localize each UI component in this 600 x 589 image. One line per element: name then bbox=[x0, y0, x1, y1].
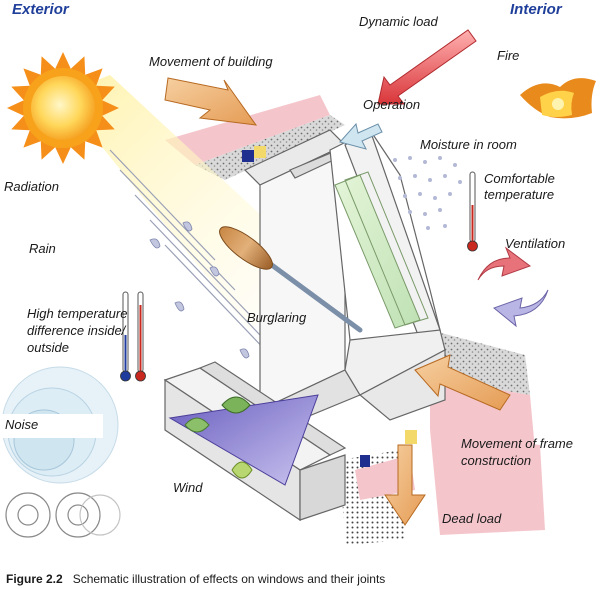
sun-ray bbox=[85, 130, 103, 148]
fire-icon bbox=[520, 78, 596, 119]
seal-blocks bbox=[242, 146, 417, 467]
thermometer-exterior-icon bbox=[120, 291, 146, 382]
high-temp-label-1: High temperature bbox=[27, 306, 128, 321]
movement-of-building-arrow bbox=[164, 77, 258, 126]
thermometer-interior-icon bbox=[467, 171, 478, 252]
movement-of-frame-label-2: construction bbox=[461, 453, 532, 468]
rain-drops bbox=[149, 221, 250, 359]
wall-exterior-top bbox=[165, 95, 345, 180]
sun-ray bbox=[23, 68, 41, 86]
sun-icon bbox=[7, 52, 119, 164]
screwdriver-icon bbox=[219, 226, 363, 333]
operation-label: Operation bbox=[363, 97, 421, 112]
sun-ray bbox=[102, 100, 119, 116]
moisture-in-room-label: Moisture in room bbox=[420, 137, 517, 152]
rain-label: Rain bbox=[29, 241, 56, 256]
leaf-icons bbox=[184, 396, 253, 479]
dynamic-load-label: Dynamic load bbox=[359, 14, 438, 29]
moisture-drops bbox=[393, 156, 462, 230]
sun-ray bbox=[7, 100, 24, 116]
ventilation-label: Ventilation bbox=[505, 236, 566, 251]
comfortable-temperature-label-2: temperature bbox=[484, 187, 555, 202]
window-glass bbox=[334, 171, 429, 329]
sun-ray bbox=[55, 147, 71, 164]
sun-ray bbox=[23, 130, 41, 148]
burglaring-label: Burglaring bbox=[247, 310, 307, 325]
comfortable-temperature-label-1: Comfortable bbox=[484, 171, 555, 186]
dead-load-label: Dead load bbox=[442, 511, 502, 526]
wind-label: Wind bbox=[173, 480, 203, 495]
dead-load-arrow bbox=[384, 444, 426, 526]
high-temp-label-2: difference inside/ bbox=[27, 323, 126, 338]
movement-of-building-label: Movement of building bbox=[149, 54, 273, 69]
radiation-label: Radiation bbox=[4, 179, 59, 194]
movement-of-frame-label-1: Movement of frame bbox=[461, 436, 573, 451]
figure-caption-text: Schematic illustration of effects on win… bbox=[72, 572, 386, 586]
dynamic-load-arrow bbox=[377, 29, 477, 105]
interior-header: Interior bbox=[510, 1, 562, 18]
sun-ray bbox=[55, 52, 71, 69]
figure-caption: Figure 2.2 Schematic illustration of effe… bbox=[6, 572, 385, 586]
fire-label: Fire bbox=[497, 48, 520, 63]
high-temp-label-3: outside bbox=[27, 340, 69, 355]
operation-arrow bbox=[339, 122, 383, 150]
noise-label-box bbox=[0, 414, 103, 438]
noise-label: Noise bbox=[5, 417, 39, 432]
exterior-header: Exterior bbox=[12, 1, 69, 18]
ventilation-arrows bbox=[477, 246, 549, 328]
sun-ray bbox=[85, 68, 103, 86]
figure-number: Figure 2.2 bbox=[6, 572, 63, 586]
movement-of-frame-arrow bbox=[414, 354, 511, 411]
vehicle-wheels bbox=[5, 492, 121, 538]
